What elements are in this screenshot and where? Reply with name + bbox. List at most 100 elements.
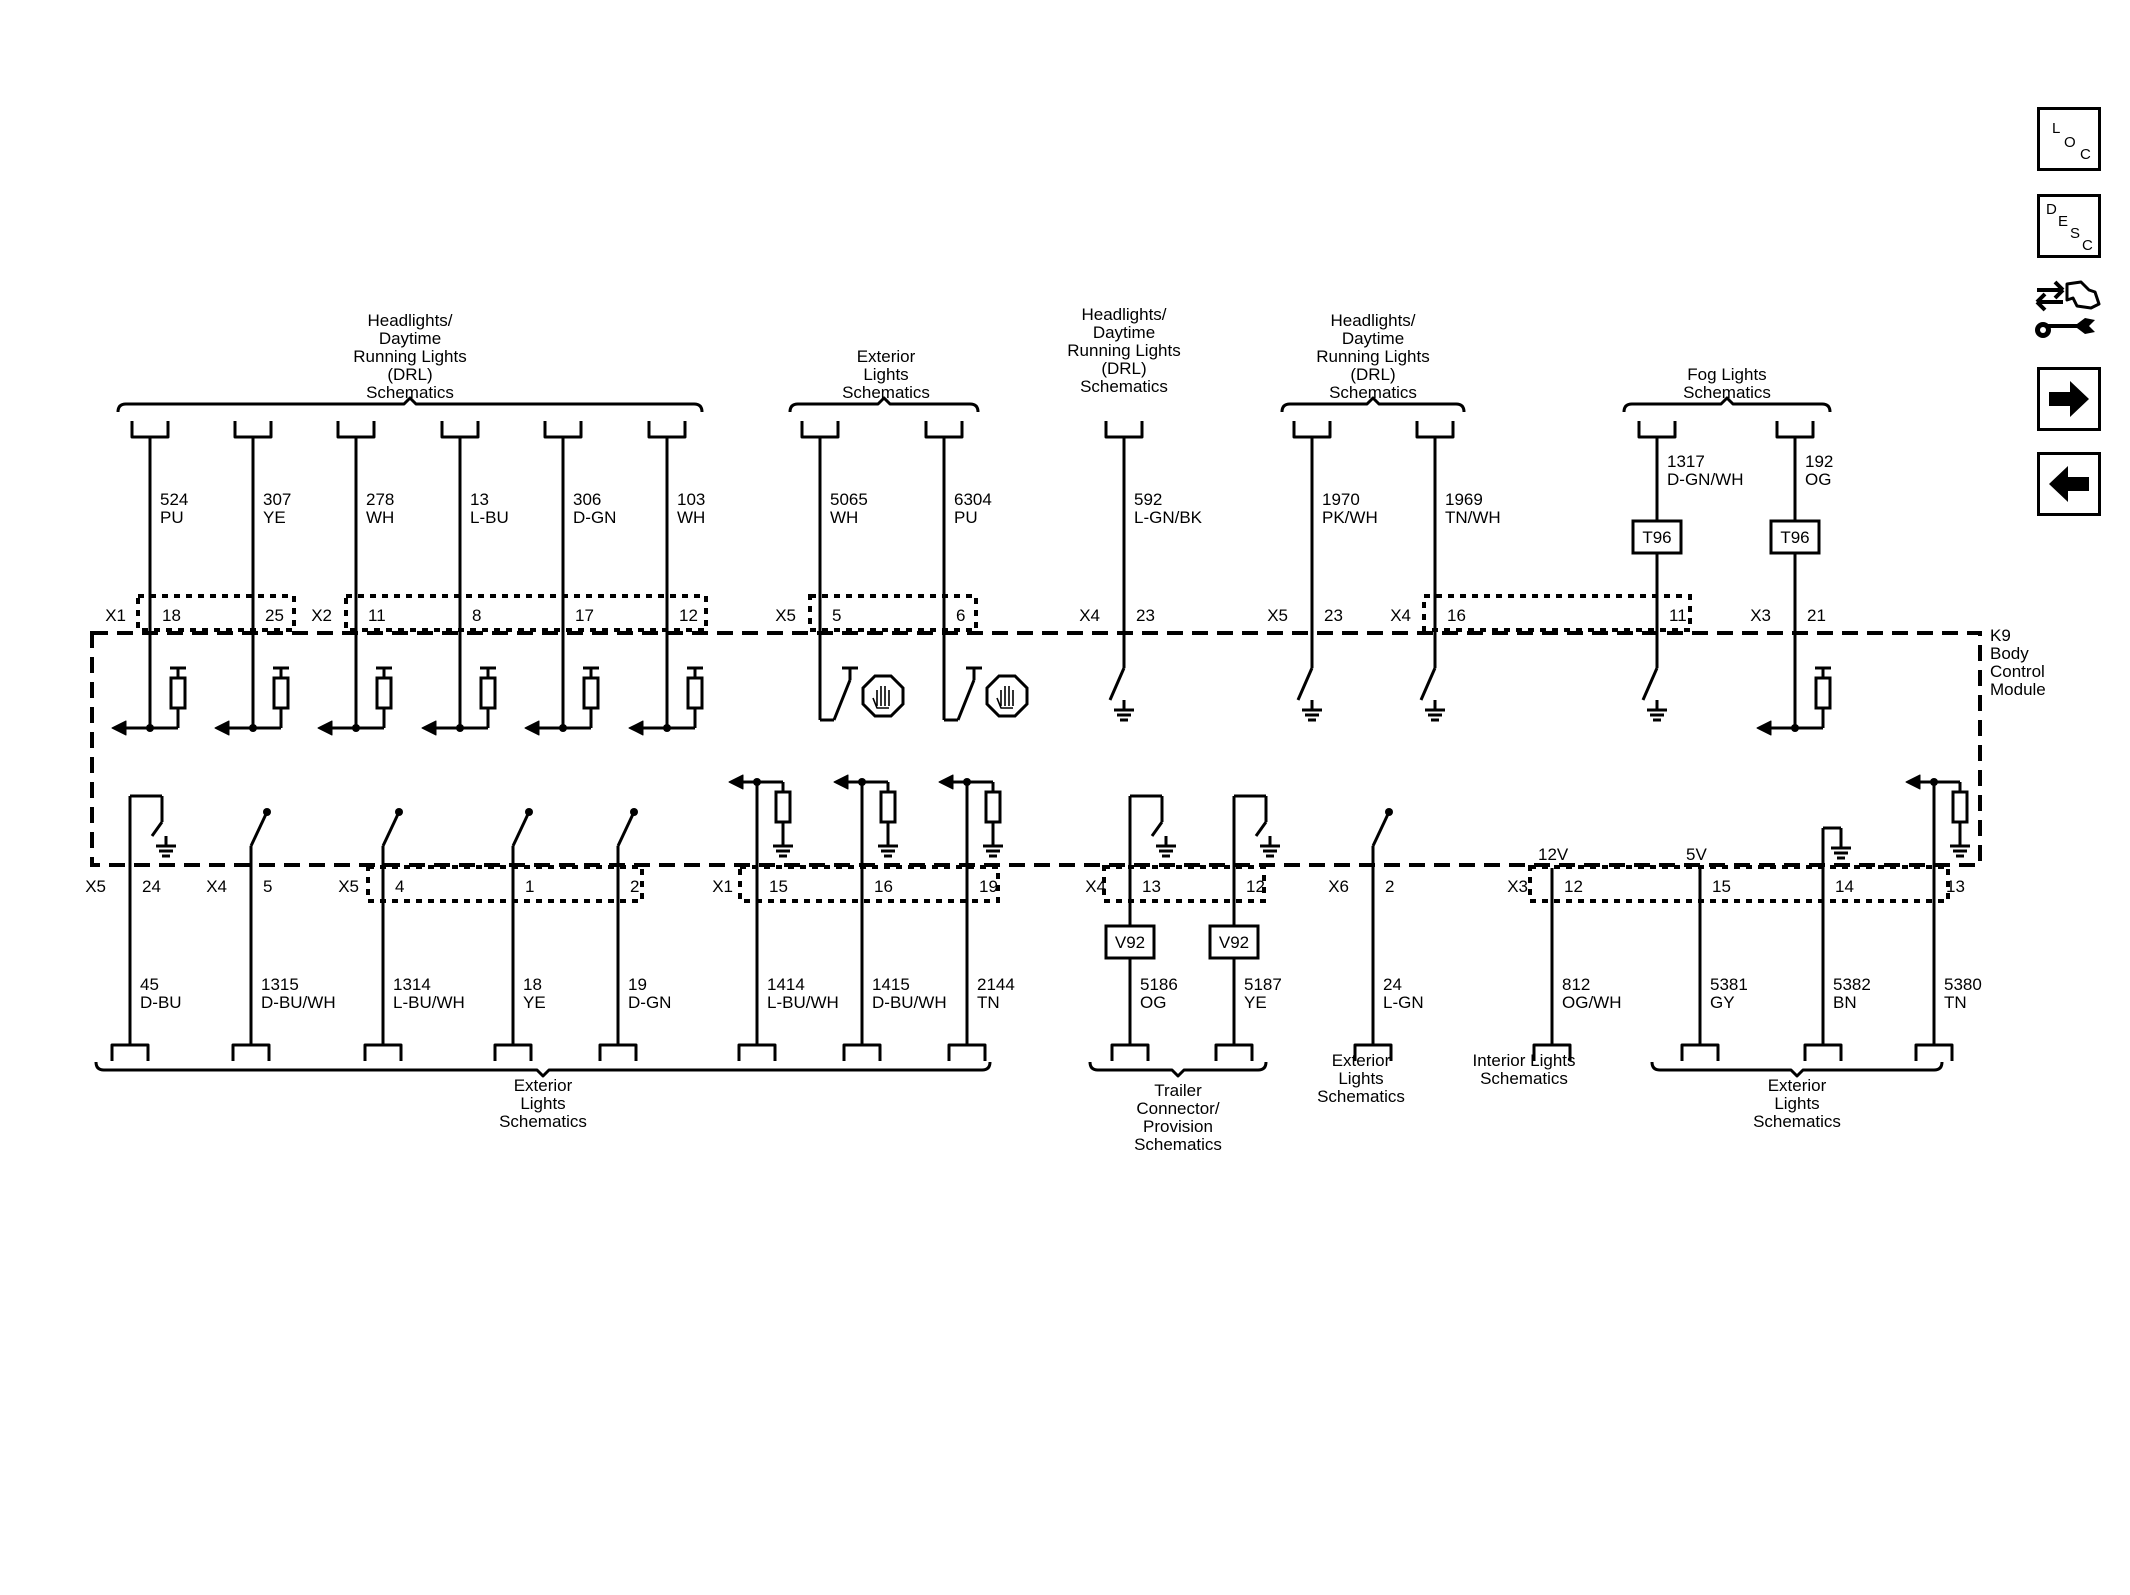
inline-connector-t96: T96 — [1780, 528, 1809, 547]
wire-color: WH — [366, 508, 394, 527]
circuit-number: 192 — [1805, 452, 1833, 471]
wire-color: WH — [677, 508, 705, 527]
arrow-left-icon — [2049, 466, 2089, 502]
pin-number: 14 — [1835, 877, 1854, 896]
repair-procedure-icon[interactable] — [2033, 278, 2105, 346]
loc-button[interactable]: L O C — [2037, 107, 2101, 171]
hand-icon — [985, 674, 1029, 718]
wire-color: YE — [263, 508, 286, 527]
desc-letter-1: D — [2046, 201, 2057, 218]
pin-number: 21 — [1807, 606, 1826, 625]
circuit-number: 1415 — [872, 975, 910, 994]
circuit-number: 18 — [523, 975, 542, 994]
pin-number: 15 — [769, 877, 788, 896]
wire-color: OG/WH — [1562, 993, 1622, 1012]
next-page-button[interactable] — [2037, 367, 2101, 431]
circuit-number: 45 — [140, 975, 159, 994]
inline-connector-v92: V92 — [1115, 933, 1145, 952]
circuit-number: 5382 — [1833, 975, 1871, 994]
wire-color: D-GN/WH — [1667, 470, 1743, 489]
pin-number: 5 — [263, 877, 272, 896]
wire-color: L-GN — [1383, 993, 1424, 1012]
connector-id: X4 — [1390, 606, 1411, 625]
inline-connector-v92: V92 — [1219, 933, 1249, 952]
wire-color: D-BU — [140, 993, 182, 1012]
pin-number: 11 — [1669, 606, 1687, 625]
top-wire-13: 13L-BU8 — [421, 421, 509, 736]
wire-color: D-GN — [628, 993, 671, 1012]
pin-number: 18 — [162, 606, 181, 625]
desc-letter-4: C — [2082, 237, 2093, 254]
desc-button[interactable]: D E S C — [2037, 194, 2101, 258]
wire-color: L-BU — [470, 508, 509, 527]
connector-id: X2 — [311, 606, 332, 625]
circuit-number: 306 — [573, 490, 601, 509]
wire-color: D-BU/WH — [872, 993, 947, 1012]
connector-id: X5 — [1267, 606, 1288, 625]
connector-id: X3 — [1750, 606, 1771, 625]
circuit-number: 5065 — [830, 490, 868, 509]
pin-number: 17 — [575, 606, 594, 625]
circuit-number: 592 — [1134, 490, 1162, 509]
circuit-number: 307 — [263, 490, 291, 509]
circuit-number: 103 — [677, 490, 705, 509]
pin-number: 6 — [956, 606, 965, 625]
pin-number: 13 — [1142, 877, 1161, 896]
wire-color: OG — [1805, 470, 1831, 489]
wire-color: YE — [1244, 993, 1267, 1012]
supply-voltage: 5V — [1686, 845, 1707, 864]
pin-number: 19 — [979, 877, 998, 896]
circuit-number: 812 — [1562, 975, 1590, 994]
circuit-number: 1315 — [261, 975, 299, 994]
wire-color: YE — [523, 993, 546, 1012]
circuit-number: 24 — [1383, 975, 1402, 994]
wire-color: PU — [160, 508, 184, 527]
circuit-number: 13 — [470, 490, 489, 509]
wire-color: L-BU/WH — [393, 993, 465, 1012]
wire-color: PU — [954, 508, 978, 527]
arrow-right-icon — [2049, 381, 2089, 417]
circuit-number: 5381 — [1710, 975, 1748, 994]
pin-number: 25 — [265, 606, 284, 625]
loc-letter-2: O — [2064, 134, 2076, 151]
wire-color: D-BU/WH — [261, 993, 336, 1012]
pin-number: 24 — [142, 877, 161, 896]
wire-color: PK/WH — [1322, 508, 1378, 527]
connector-id: X4 — [206, 877, 227, 896]
pin-number: 5 — [832, 606, 841, 625]
circuit-number: 1970 — [1322, 490, 1360, 509]
previous-page-button[interactable] — [2037, 452, 2101, 516]
pin-number: 13 — [1946, 877, 1965, 896]
pin-number: 23 — [1324, 606, 1343, 625]
circuit-number: 1414 — [767, 975, 805, 994]
pin-number: 16 — [874, 877, 893, 896]
